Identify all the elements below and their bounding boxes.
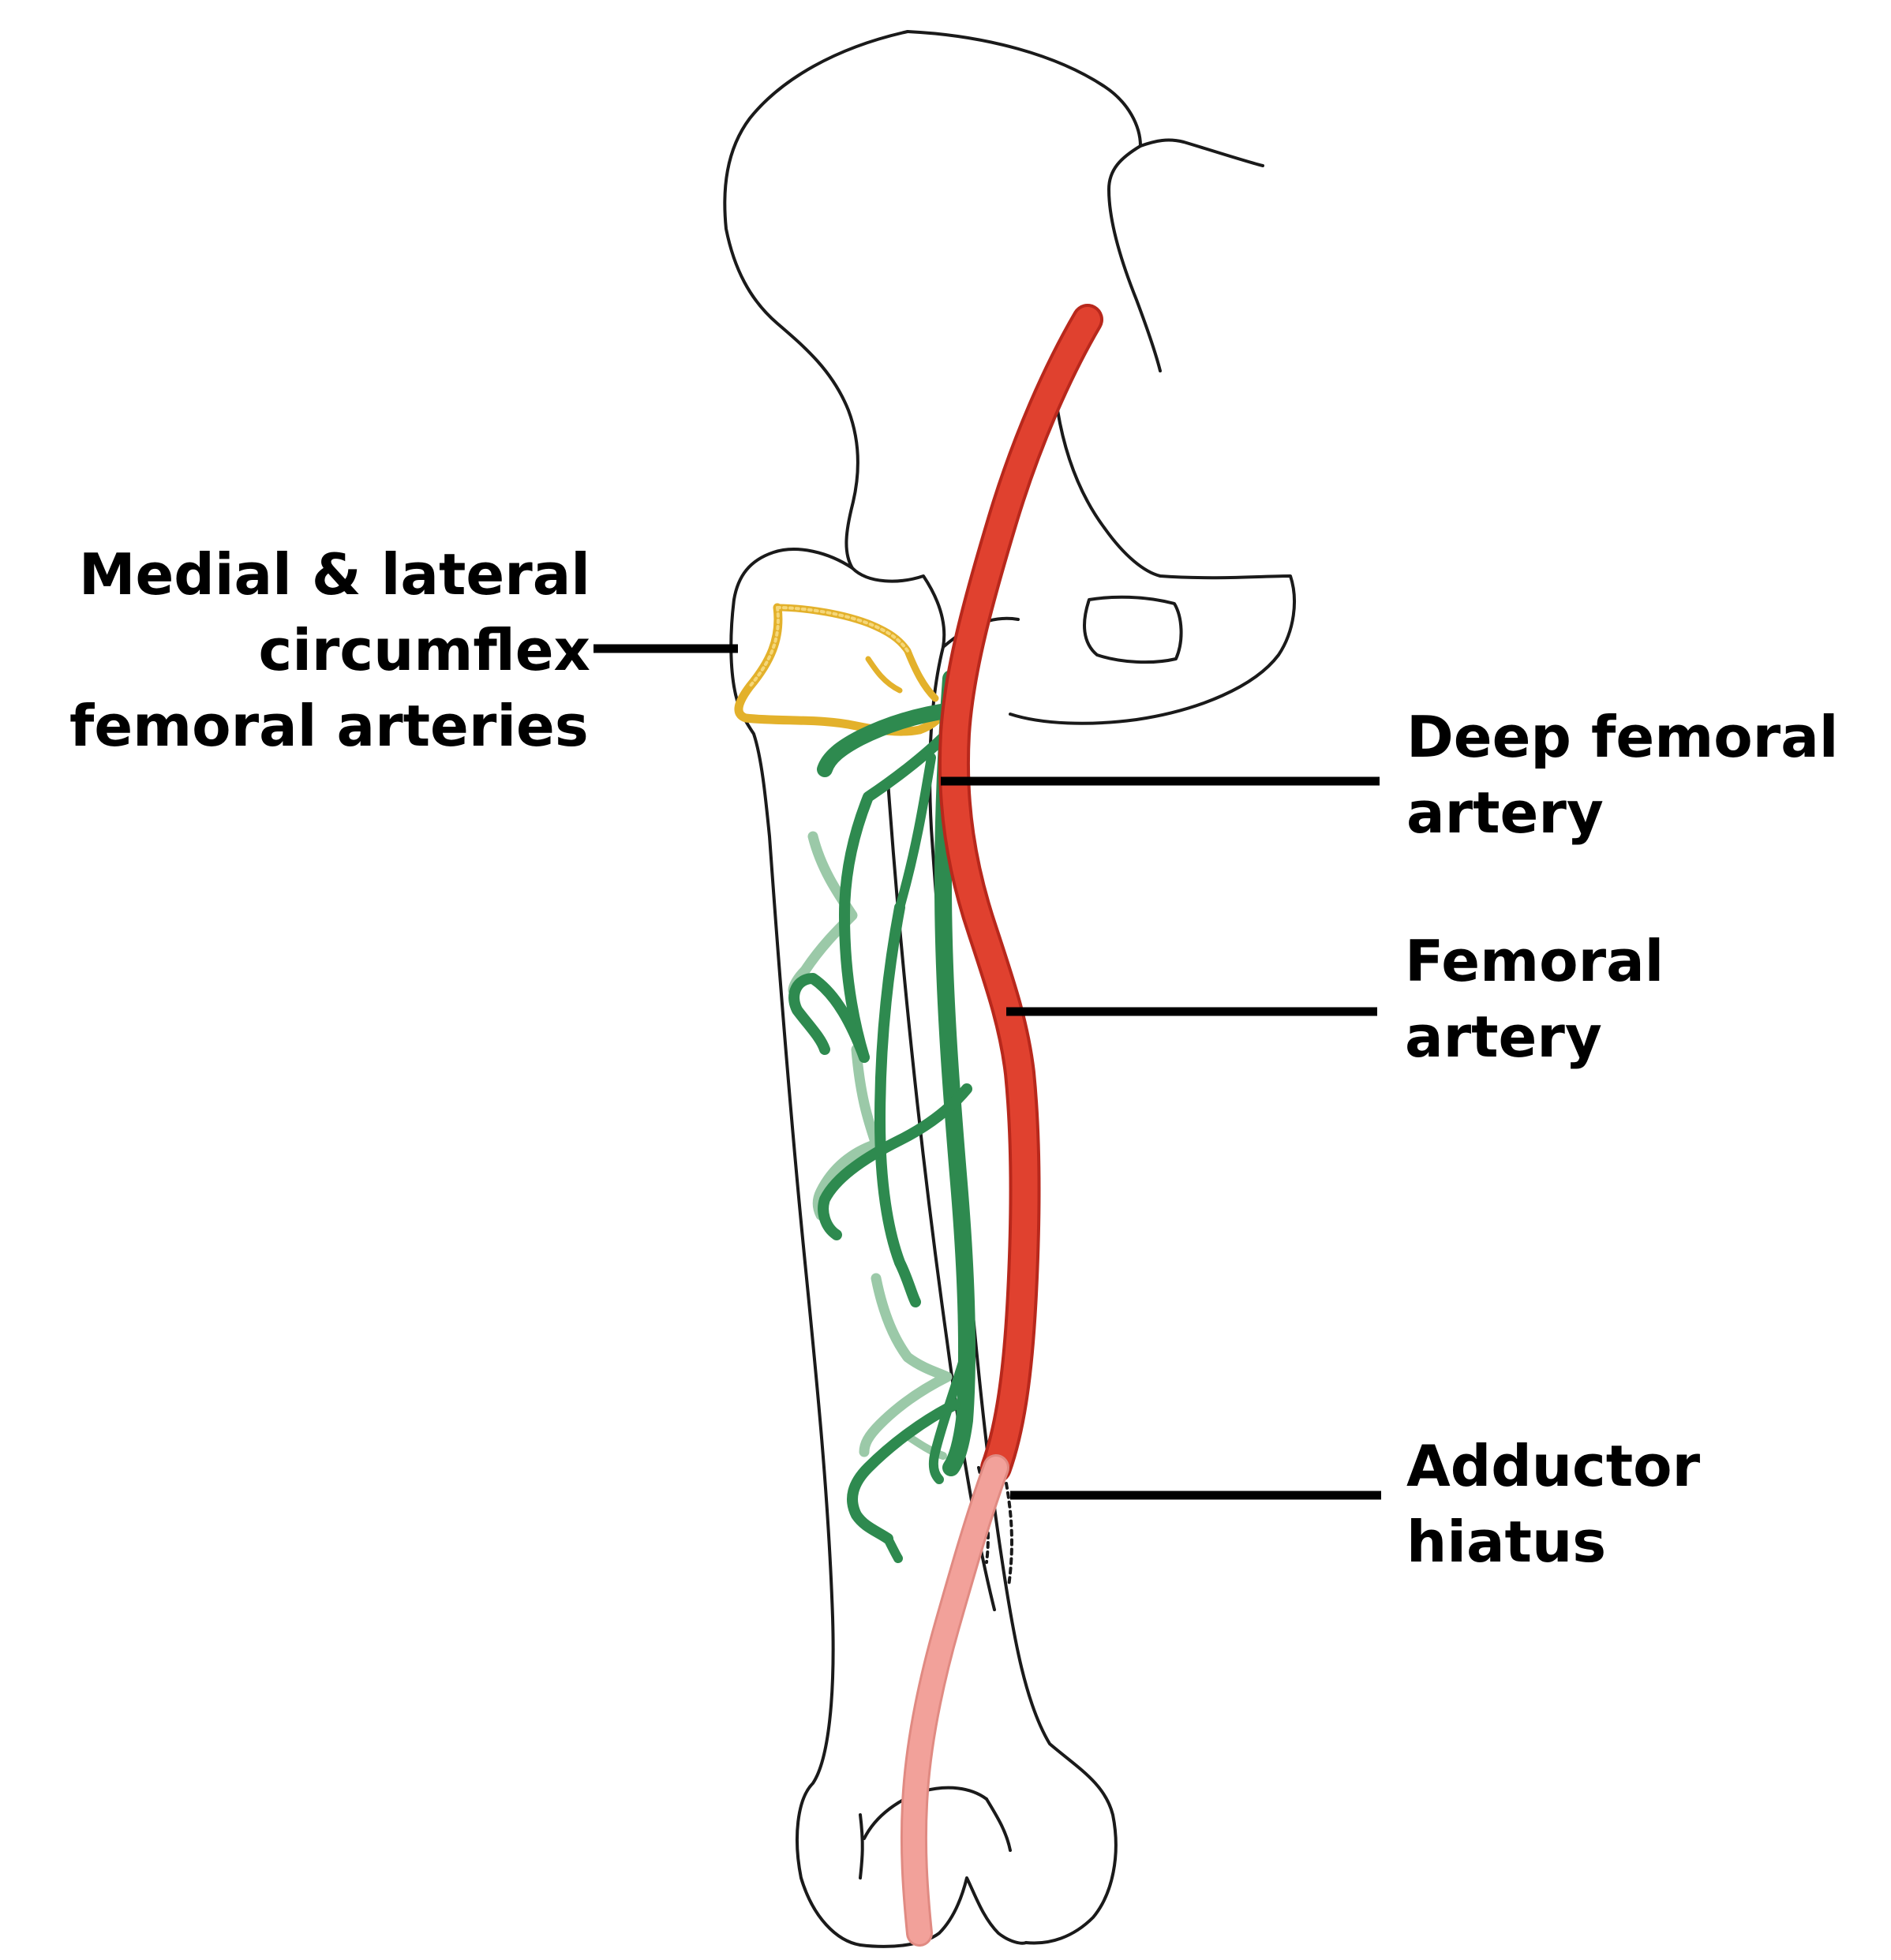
label-line: hiatus <box>1406 1509 1607 1575</box>
label-line: artery <box>1405 1004 1602 1070</box>
label-deep-femoral-artery: Deep femoral artery <box>1406 699 1838 851</box>
circumflex-arteries <box>734 603 952 736</box>
femoral-artery <box>938 304 1103 1483</box>
label-line: circumflex <box>258 617 590 683</box>
leader-lines <box>594 644 1381 1500</box>
label-line: Femoral <box>1405 928 1664 994</box>
label-femoral-artery: Femoral artery <box>1405 923 1664 1075</box>
hip-bone-outline <box>723 30 1296 725</box>
label-line: Deep femoral <box>1406 704 1839 770</box>
label-line: Adductor <box>1406 1433 1701 1499</box>
label-line: femoral arteries <box>69 693 589 759</box>
label-adductor-hiatus: Adductor hiatus <box>1406 1428 1700 1580</box>
popliteal-artery <box>900 1454 1009 1947</box>
label-line: artery <box>1406 780 1604 846</box>
label-circumflex-arteries: Medial & lateral circumflex femoral arte… <box>69 537 590 764</box>
label-line: Medial & lateral <box>78 541 590 608</box>
